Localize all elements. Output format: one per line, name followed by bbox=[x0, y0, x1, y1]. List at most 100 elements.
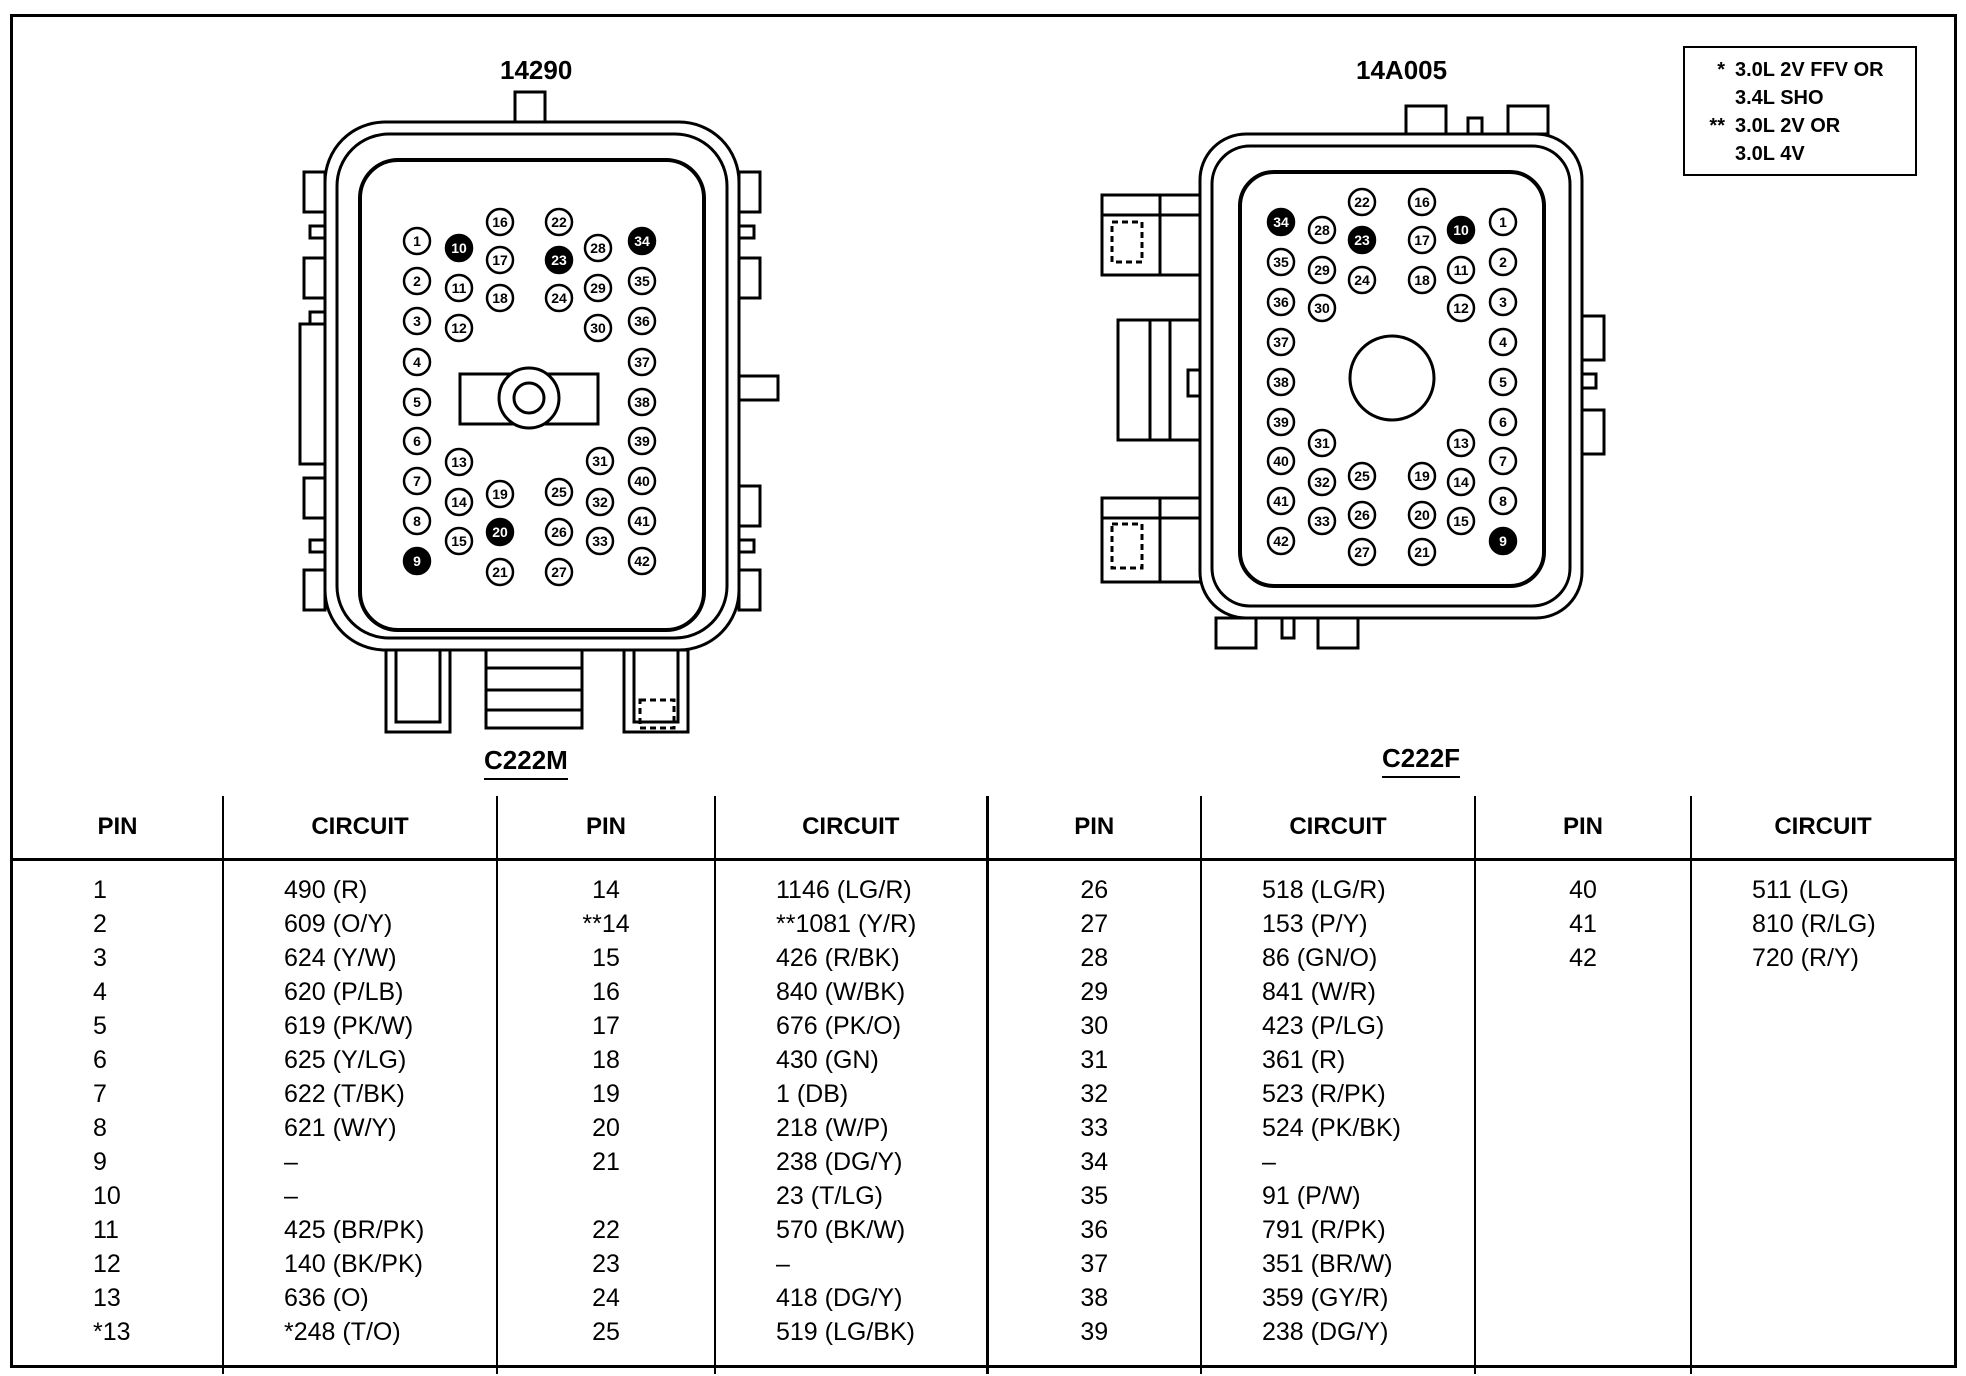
pin-number: 10 bbox=[93, 1182, 121, 1210]
c222f-pin-label: 18 bbox=[1414, 272, 1430, 288]
c222f-pin-label: 42 bbox=[1273, 533, 1289, 549]
legend-text: 3.0L 2V OR 3.0L 4V bbox=[1735, 115, 1841, 165]
c222f-pin-socket bbox=[1266, 407, 1296, 437]
header-circuit: CIRCUIT bbox=[223, 796, 498, 861]
c222f-pin-socket bbox=[1347, 187, 1377, 217]
pin-number: 13 bbox=[93, 1284, 121, 1312]
c222f-pin-label: 1 bbox=[1499, 214, 1507, 230]
c222f-pin-socket bbox=[1488, 446, 1518, 476]
circuit-value: 624 (Y/W) bbox=[284, 944, 397, 972]
c222m-pin-label: 23 bbox=[551, 252, 567, 268]
c222f-pin-label: 30 bbox=[1314, 300, 1330, 316]
header-circuit: CIRCUIT bbox=[1691, 796, 1954, 861]
pin-number: 38 bbox=[1080, 1284, 1109, 1312]
legend-entry: ** 3.0L 2V OR 3.0L 4V bbox=[1695, 112, 1907, 168]
c222m-pin-socket bbox=[585, 446, 615, 476]
circuit-value: 1146 (LG/R) bbox=[776, 876, 912, 904]
circuit-column: 511 (LG)810 (R/LG)720 (R/Y) bbox=[1691, 860, 1954, 1375]
connector-c222f-body bbox=[1100, 104, 1606, 650]
circuit-value: 238 (DG/Y) bbox=[1262, 1318, 1389, 1346]
c222m-pin-socket bbox=[585, 526, 615, 556]
circuit-value: 1 (DB) bbox=[776, 1080, 849, 1108]
c222f-pin-label: 22 bbox=[1354, 194, 1370, 210]
circuit-value: 23 (T/LG) bbox=[776, 1182, 883, 1210]
c222f-pin-socket bbox=[1307, 215, 1337, 245]
c222f-pin-socket bbox=[1407, 500, 1437, 530]
circuit-value: 218 (W/P) bbox=[776, 1114, 889, 1142]
c222f-pin-label: 35 bbox=[1273, 254, 1289, 270]
c222f-pin-socket bbox=[1488, 287, 1518, 317]
c222m-pin-label: 42 bbox=[634, 553, 650, 569]
c222m-pin-label: 25 bbox=[551, 484, 567, 500]
pin-number: 6 bbox=[93, 1046, 107, 1074]
c222f-pin-socket bbox=[1446, 293, 1476, 323]
circuit-value: 423 (P/LG) bbox=[1262, 1012, 1385, 1040]
circuit-value: – bbox=[284, 1148, 298, 1176]
c222f-pin-socket bbox=[1307, 255, 1337, 285]
circuit-value: 841 (W/R) bbox=[1262, 978, 1376, 1006]
connector-drawings: 1234567891011121314151617181920212223242… bbox=[298, 90, 1606, 734]
c222m-pin-socket bbox=[627, 347, 657, 377]
pin-number: 18 bbox=[592, 1046, 620, 1074]
pin-number: 11 bbox=[93, 1216, 119, 1244]
circuit-value: 430 (GN) bbox=[776, 1046, 879, 1074]
c222m-pin-socket bbox=[627, 387, 657, 417]
circuit-value: 810 (R/LG) bbox=[1752, 910, 1876, 938]
c222m-pin-label: 11 bbox=[452, 280, 467, 296]
pin-circuit-table: PIN CIRCUIT PIN CIRCUIT PIN CIRCUIT PIN … bbox=[13, 796, 1954, 1374]
c222m-pin-socket bbox=[485, 207, 515, 237]
c222f-pin-label: 29 bbox=[1314, 262, 1330, 278]
pin-number: 25 bbox=[592, 1318, 620, 1346]
c222m-pin-socket bbox=[485, 517, 515, 547]
pin-number: 5 bbox=[93, 1012, 107, 1040]
c222m-pin-socket bbox=[627, 266, 657, 296]
c222f-pin-socket bbox=[1488, 207, 1518, 237]
c222f-pin-socket bbox=[1266, 327, 1296, 357]
c222m-pin-label: 36 bbox=[634, 313, 650, 329]
c222f-pin-socket bbox=[1488, 247, 1518, 277]
c222f-pin-socket bbox=[1266, 247, 1296, 277]
c222m-pin-socket bbox=[402, 426, 432, 456]
circuit-value: 91 (P/W) bbox=[1262, 1182, 1361, 1210]
c222f-pin-socket bbox=[1266, 287, 1296, 317]
c222m-pin-label: 10 bbox=[451, 240, 467, 256]
pin-number: 37 bbox=[1080, 1250, 1109, 1278]
c222m-pin-label: 2 bbox=[413, 273, 421, 289]
pin-number: 29 bbox=[1080, 978, 1109, 1006]
c222f-pin-label: 32 bbox=[1314, 474, 1330, 490]
pin-number: 16 bbox=[592, 978, 620, 1006]
c222m-pin-socket bbox=[544, 283, 574, 313]
c222m-pin-label: 12 bbox=[451, 320, 467, 336]
c222f-pin-socket bbox=[1347, 265, 1377, 295]
c222f-pin-socket bbox=[1347, 225, 1377, 255]
c222m-pin-socket bbox=[402, 226, 432, 256]
circuit-value: – bbox=[284, 1182, 298, 1210]
c222m-pin-socket bbox=[402, 306, 432, 336]
c222f-pin-socket bbox=[1407, 461, 1437, 491]
pin-number: 26 bbox=[1080, 876, 1109, 904]
c222m-pin-label: 13 bbox=[451, 454, 467, 470]
c222f-pin-socket bbox=[1488, 526, 1518, 556]
c222f-pin-socket bbox=[1307, 467, 1337, 497]
pin-number: **14 bbox=[582, 910, 630, 938]
c222f-pin-socket bbox=[1347, 500, 1377, 530]
c222m-pin-socket bbox=[627, 426, 657, 456]
c222f-pin-label: 15 bbox=[1453, 513, 1469, 529]
connector-c222m-id: 14290 bbox=[500, 55, 573, 85]
c222f-pin-socket bbox=[1347, 461, 1377, 491]
pin-number: 4 bbox=[93, 978, 107, 1006]
circuit-value: **1081 (Y/R) bbox=[776, 910, 917, 938]
c222m-pin-label: 32 bbox=[592, 494, 608, 510]
c222f-pin-label: 12 bbox=[1453, 300, 1469, 316]
c222f-pin-label: 39 bbox=[1273, 414, 1289, 430]
pin-number: *13 bbox=[93, 1318, 131, 1346]
pin-number: 40 bbox=[1569, 876, 1597, 904]
c222m-pin-socket bbox=[585, 487, 615, 517]
c222f-pin-socket bbox=[1488, 367, 1518, 397]
c222f-pin-label: 26 bbox=[1354, 507, 1370, 523]
header-circuit: CIRCUIT bbox=[1201, 796, 1476, 861]
c222m-pin-socket bbox=[627, 546, 657, 576]
